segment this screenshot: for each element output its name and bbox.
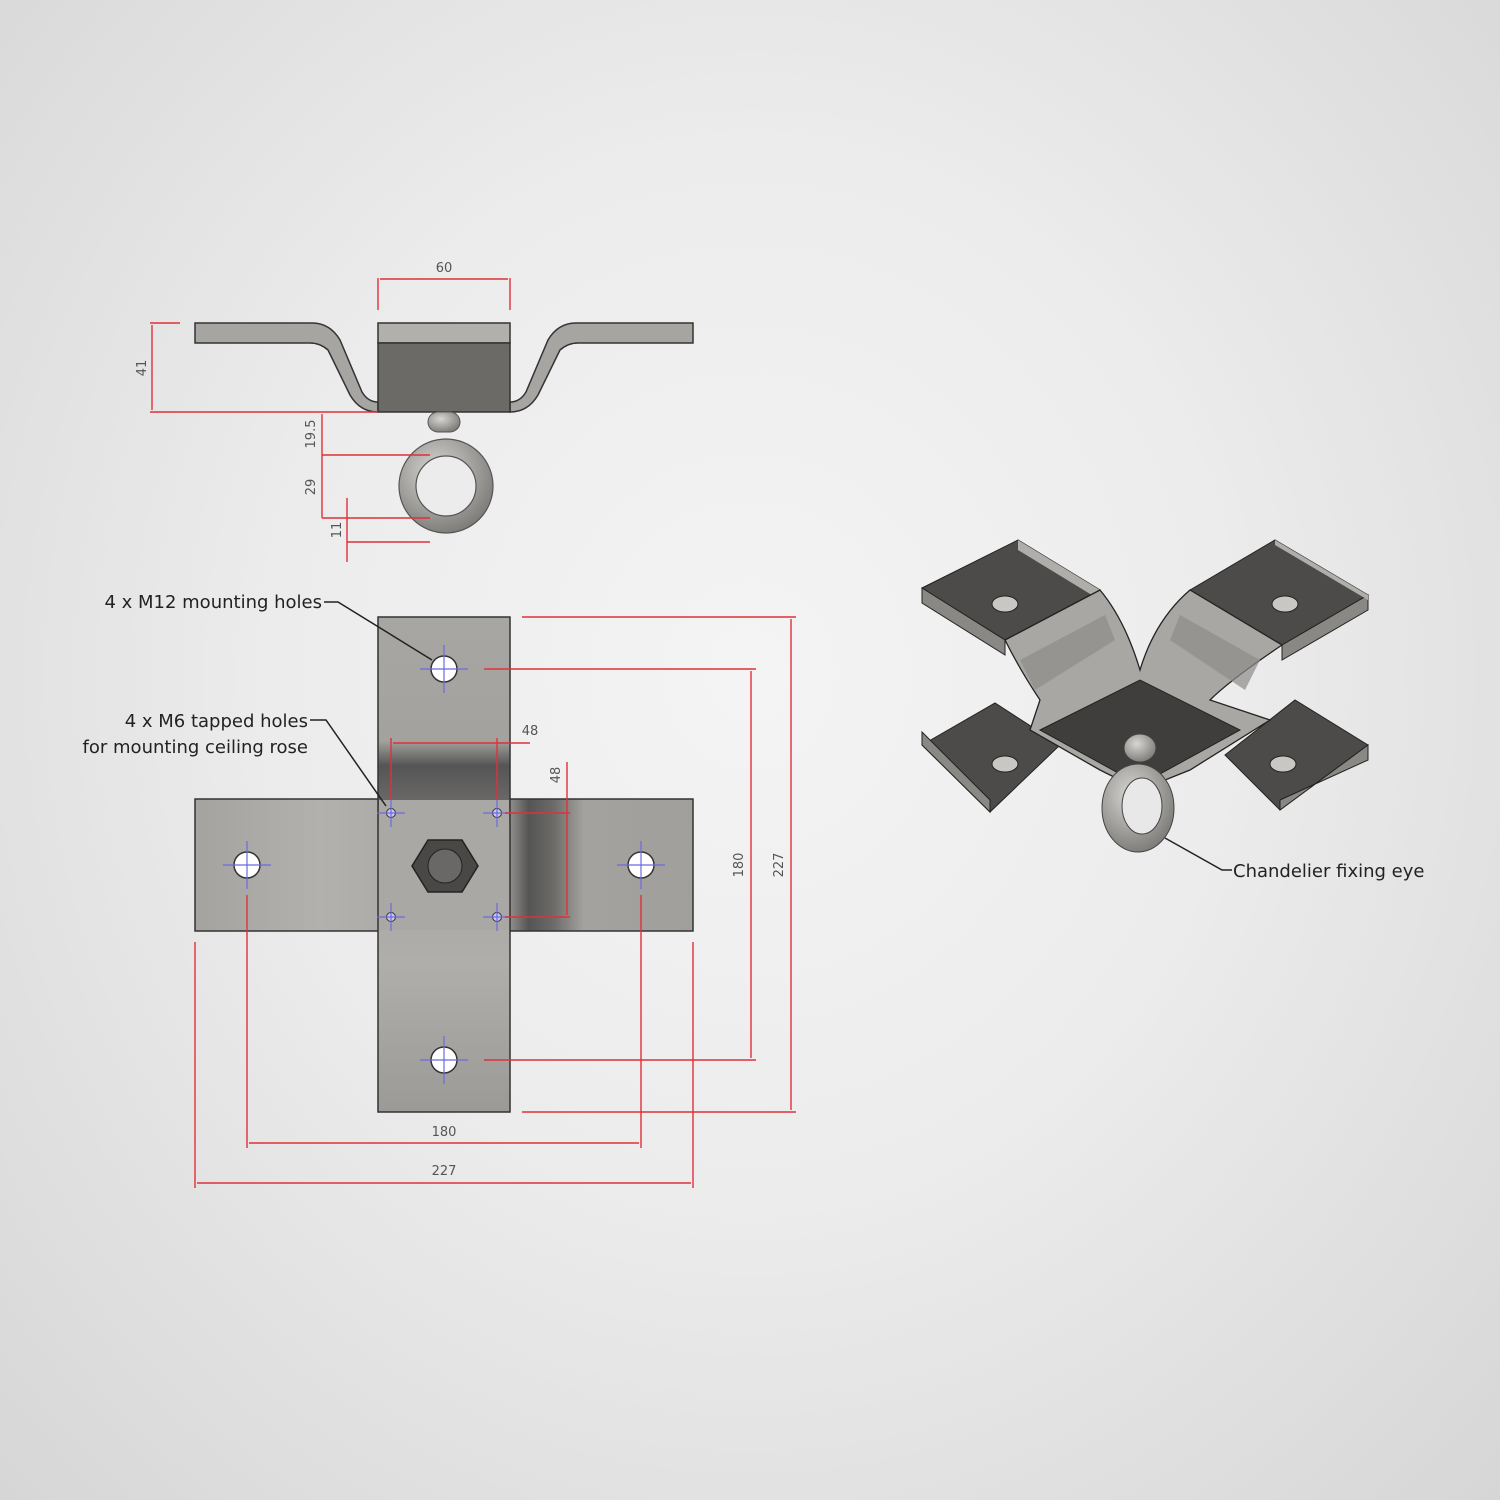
dim-label: 48	[549, 767, 564, 784]
eye-ring-hole	[415, 455, 477, 517]
dim-label: 180	[732, 853, 747, 878]
dim-m6-x: 48	[390, 724, 539, 800]
m12-hole	[420, 1036, 468, 1084]
dim-label: 11	[330, 522, 345, 539]
callout-m12: 4 x M12 mounting holes	[104, 592, 433, 661]
iso-pad-bottom-right	[1224, 699, 1369, 811]
iso-channel-shading	[1020, 615, 1260, 690]
dim-height: 41	[135, 322, 378, 413]
dim-label: 60	[436, 261, 453, 276]
nut-bore	[427, 848, 463, 884]
dim-eye: 19.5 29 11	[304, 414, 430, 562]
callout-m6: 4 x M6 tapped holes for mounting ceiling…	[83, 711, 387, 807]
m12-hole	[617, 841, 665, 889]
dim-overall-x: 227	[194, 942, 694, 1188]
dim-label: 41	[135, 360, 150, 377]
iso-base-plate	[1038, 679, 1242, 786]
side-block-top	[377, 322, 511, 344]
m12-holes	[223, 645, 665, 1084]
iso-fixing-eye-hole	[1121, 777, 1163, 835]
side-block	[377, 342, 511, 413]
callout-fixing-eye: Chandelier fixing eye	[1164, 837, 1424, 882]
iso-view: Chandelier fixing eye	[920, 539, 1424, 882]
m12-hole	[223, 841, 271, 889]
iso-pad-top-left	[920, 539, 1102, 656]
dim-label: 227	[432, 1164, 457, 1179]
plan-view: 4 x M12 mounting holes 4 x M6 tapped hol…	[83, 592, 796, 1188]
iso-pad-top-right	[1189, 539, 1369, 661]
dim-m6-y: 48	[505, 762, 570, 918]
dim-top-width: 60	[377, 261, 511, 310]
m12-hole	[420, 645, 468, 693]
callout-m6-text-line1: 4 x M6 tapped holes	[125, 711, 308, 732]
m6-hole	[377, 903, 405, 931]
dim-label: 227	[772, 853, 787, 878]
iso-eye-neck	[1123, 733, 1157, 763]
callout-fixing-eye-text: Chandelier fixing eye	[1233, 861, 1424, 882]
dim-holes-x: 180	[246, 895, 642, 1148]
m6-hole	[377, 799, 405, 827]
dim-overall-y: 227	[522, 616, 796, 1113]
dim-label: 19.5	[304, 420, 319, 449]
dim-holes-y: 180	[484, 668, 756, 1061]
eye-neck	[427, 411, 461, 433]
dim-label: 180	[432, 1125, 457, 1140]
m6-holes	[377, 799, 511, 931]
dim-label: 29	[304, 479, 319, 496]
side-view: 60 41 19.5 29 11	[135, 261, 694, 562]
callout-m12-text: 4 x M12 mounting holes	[104, 592, 322, 613]
callout-m6-text-line2: for mounting ceiling rose	[83, 737, 308, 758]
dim-label: 48	[522, 724, 539, 739]
